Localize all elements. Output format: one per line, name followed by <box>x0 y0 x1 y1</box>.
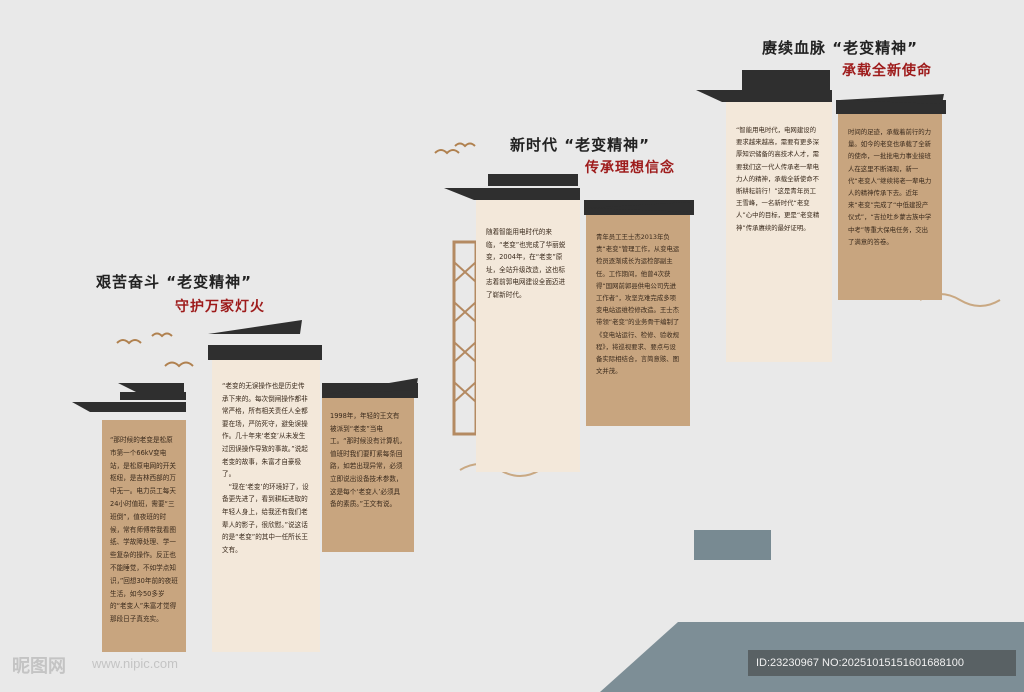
watermark-brand: 昵图网 <box>12 656 66 677</box>
section-2-subtitle: 传承理想信念 <box>585 160 675 176</box>
roof-eave <box>118 383 184 392</box>
section-1-panel-2: “老变的无误操作也是历史传承下来的。每次倒闸操作都非常严格，所有相关责任人全都要… <box>212 360 320 652</box>
bird-icon <box>116 339 142 345</box>
section-1-panel-1: “那时候的老变是松原市第一个66kV变电站，是松原电网的开关枢纽，是吉林西部的万… <box>102 420 186 652</box>
watermark-url: www.nipic.com <box>92 656 178 671</box>
section-1-panel-3: 1998年，年轻的王文有被派到“老变”当电工。“那时候没有计算机，值班时我们要盯… <box>322 398 414 552</box>
section-3-panel-2: 时间的足迹，承载着前行的力量。如今的老变也承载了全新的使命，一批批电力事业接班人… <box>838 114 942 300</box>
section-1-title: 艰苦奋斗 “老变精神” <box>96 273 252 291</box>
roof-eave <box>444 188 580 200</box>
section-3-subtitle: 承载全新使命 <box>842 63 932 79</box>
section-2-panel-1: 随着智能用电时代的来临，“老变”也完成了华丽蜕变，2004年，在“老变”原址，全… <box>476 200 580 472</box>
bird-icon <box>164 361 194 368</box>
watermark-id: ID:23230967 NO:20251015151601688100 <box>748 650 1016 676</box>
section-3-panel-1: “智能用电时代，电网建设的要求越来越高，需要有更多深厚知识储备的高技术人才，需要… <box>726 102 832 362</box>
section-2-panel-2: 青年员工王士杰2013年负责“老变”管理工作，从变电运检员逐渐成长为运检部副主任… <box>586 215 690 426</box>
slate-block <box>694 530 771 560</box>
bird-icon <box>454 142 476 148</box>
section-3-title: 赓续血脉 “老变精神” <box>762 39 918 57</box>
bird-icon <box>434 149 460 155</box>
roof-eave <box>208 345 322 360</box>
section-1-subtitle: 守护万家灯火 <box>175 299 265 315</box>
bird-icon <box>151 332 173 338</box>
roof-eave <box>836 100 946 114</box>
roof-eave <box>72 402 186 412</box>
roof-eave <box>696 90 832 102</box>
section-2-title: 新时代 “老变精神” <box>510 136 650 154</box>
